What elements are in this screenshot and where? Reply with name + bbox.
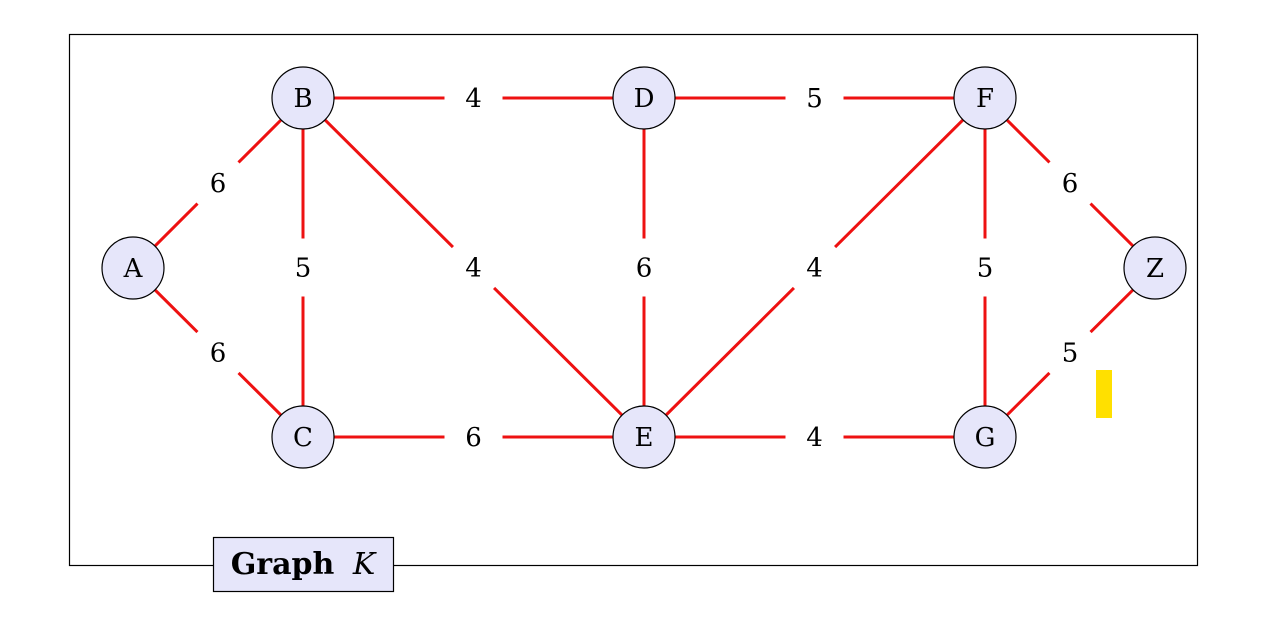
- node-label-F: F: [976, 84, 994, 114]
- node-circle-D: [612, 66, 676, 130]
- node-circle-G: [953, 405, 1017, 469]
- node-A: A: [101, 236, 165, 300]
- edge-weight-E-G: 4: [806, 423, 823, 453]
- edge-weight-E-F: 4: [806, 254, 823, 284]
- node-label-E: E: [635, 423, 654, 453]
- edge-weight-A-C: 6: [210, 339, 227, 369]
- diagram-frame: [68, 33, 1199, 567]
- graph-caption: Graph K: [212, 536, 395, 593]
- edge-labels-layer: 6 6 5 4 4 6 6 5 4 4 5 6 5: [210, 84, 1079, 453]
- edge-weight-G-Z: 5: [1062, 339, 1079, 369]
- nodes-layer: A B C D E F G Z: [101, 66, 1187, 469]
- node-G: G: [953, 405, 1017, 469]
- node-circle-F: [953, 66, 1017, 130]
- edge-weight-F-Z: 6: [1062, 169, 1079, 199]
- caption-italic: K: [352, 547, 377, 582]
- node-B: B: [271, 66, 335, 130]
- node-circle-Z: [1123, 236, 1187, 300]
- node-label-G: G: [975, 423, 996, 453]
- node-circle-C: [271, 405, 335, 469]
- edge-B-E-segment-1: [301, 96, 454, 249]
- node-C: C: [271, 405, 335, 469]
- caption-bold: Graph: [231, 547, 335, 582]
- node-label-D: D: [634, 84, 655, 114]
- edge-E-F-segment-1: [642, 286, 795, 439]
- edge-weight-C-E: 6: [465, 423, 482, 453]
- node-label-A: A: [123, 254, 144, 284]
- node-label-B: B: [293, 84, 312, 114]
- node-F: F: [953, 66, 1017, 130]
- caption-text: Graph K: [231, 547, 377, 582]
- edge-E-F-segment-2: [834, 96, 987, 249]
- node-Z: Z: [1123, 236, 1187, 300]
- edge-weight-B-E: 4: [465, 254, 482, 284]
- node-E: E: [612, 405, 676, 469]
- edge-weight-F-G: 5: [977, 254, 994, 284]
- node-circle-A: [101, 236, 165, 300]
- node-label-Z: Z: [1146, 254, 1164, 284]
- highlight-marker: [1096, 370, 1112, 418]
- edge-weight-D-E: 6: [636, 254, 653, 284]
- node-D: D: [612, 66, 676, 130]
- edge-weight-B-C: 5: [295, 254, 312, 284]
- node-circle-B: [271, 66, 335, 130]
- node-label-C: C: [293, 423, 313, 453]
- node-circle-E: [612, 405, 676, 469]
- caption-box: [212, 536, 395, 593]
- edge-weight-B-D: 4: [465, 84, 482, 114]
- edge-B-E-segment-2: [493, 286, 646, 439]
- edge-weight-D-F: 5: [806, 84, 823, 114]
- edge-weight-A-B: 6: [210, 169, 227, 199]
